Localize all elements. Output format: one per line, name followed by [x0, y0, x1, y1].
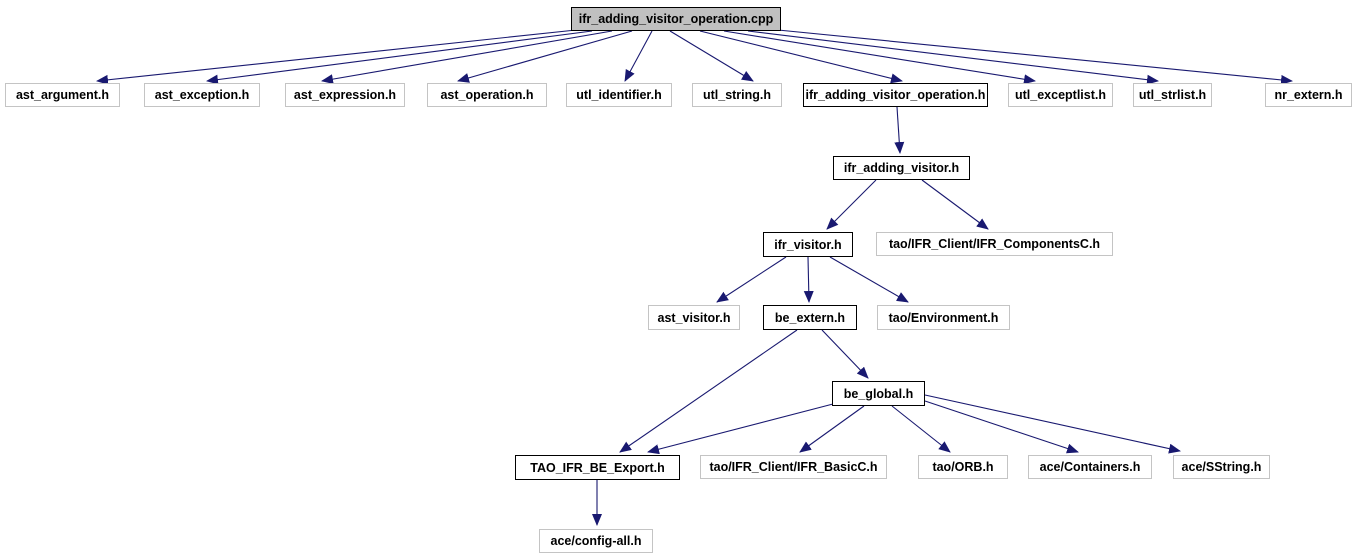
edge-root-to-utl-strlist: [747, 30, 1159, 85]
edge-be-global-to-ace-sstring: [924, 394, 1181, 454]
node-ace-config-all-h[interactable]: ace/config-all.h: [539, 529, 653, 553]
node-utl-strlist-h[interactable]: utl_strlist.h: [1133, 83, 1212, 107]
edge-root-to-nr-extern: [777, 29, 1293, 85]
node-ast-operation-h[interactable]: ast_operation.h: [427, 83, 547, 107]
edge-root-to-ast-expression: [321, 30, 613, 85]
edge-root-to-utl-exceptlist: [723, 30, 1036, 85]
node-tao-ifr-be-export-h[interactable]: TAO_IFR_BE_Export.h: [515, 455, 680, 480]
node-tao-environment-h[interactable]: tao/Environment.h: [877, 305, 1010, 330]
node-be-extern-h[interactable]: be_extern.h: [763, 305, 857, 330]
node-ace-containers-h[interactable]: ace/Containers.h: [1028, 455, 1152, 479]
edge-ifr-visitor-to-ast-visitor: [716, 256, 787, 303]
node-ast-visitor-h[interactable]: ast_visitor.h: [648, 305, 740, 330]
node-tao-ifr-client-ifr-componentsc-h[interactable]: tao/IFR_Client/IFR_ComponentsC.h: [876, 232, 1113, 256]
node-utl-exceptlist-h[interactable]: utl_exceptlist.h: [1008, 83, 1113, 107]
node-ast-argument-h[interactable]: ast_argument.h: [5, 83, 120, 107]
edge-be-global-to-ace-containers: [924, 400, 1079, 454]
edge-be-global-to-tao-ifr-basicc: [799, 405, 865, 453]
edge-be-global-to-tao-orb: [891, 405, 951, 453]
edge-ifr-visitor-to-tao-environment: [829, 256, 909, 303]
node-utl-identifier-h[interactable]: utl_identifier.h: [566, 83, 672, 107]
node-ast-expression-h[interactable]: ast_expression.h: [285, 83, 405, 107]
node-utl-string-h[interactable]: utl_string.h: [692, 83, 782, 107]
node-ast-exception-h[interactable]: ast_exception.h: [144, 83, 260, 107]
node-tao-orb-h[interactable]: tao/ORB.h: [918, 455, 1008, 479]
node-tao-ifr-client-ifr-basicc-h[interactable]: tao/IFR_Client/IFR_BasicC.h: [700, 455, 887, 479]
node-ifr-visitor-h[interactable]: ifr_visitor.h: [763, 232, 853, 257]
node-be-global-h[interactable]: be_global.h: [832, 381, 925, 406]
node-ifr-adding-visitor-h[interactable]: ifr_adding_visitor.h: [833, 156, 970, 180]
edge-ifr-adding-visitor-to-ifr-visitor: [826, 179, 877, 230]
edge-root-to-iavo-h: [699, 30, 903, 84]
edge-be-global-to-tao-ifr-be-export: [647, 403, 834, 455]
edge-be-extern-to-be-global: [821, 329, 869, 379]
node-ifr-adding-visitor-operation-h[interactable]: ifr_adding_visitor_operation.h: [803, 83, 988, 107]
node-ifr-adding-visitor-operation-cpp: ifr_adding_visitor_operation.cpp: [571, 7, 781, 31]
node-ace-sstring-h[interactable]: ace/SString.h: [1173, 455, 1270, 479]
edge-iavo-h-to-ifr-adding-visitor: [894, 106, 905, 154]
edge-ifr-visitor-to-be-extern: [803, 256, 814, 303]
edge-ifr-adding-visitor-to-ifr-componentsc: [921, 179, 989, 230]
edge-root-to-utl-identifier: [624, 30, 653, 82]
edge-root-to-ast-argument: [96, 29, 577, 85]
edge-root-to-ast-exception: [206, 30, 593, 85]
edge-root-to-utl-string: [669, 30, 754, 82]
node-nr-extern-h[interactable]: nr_extern.h: [1265, 83, 1352, 107]
edge-root-to-ast-operation: [457, 30, 633, 83]
edge-be-extern-to-tao-ifr-be-export: [619, 329, 798, 453]
